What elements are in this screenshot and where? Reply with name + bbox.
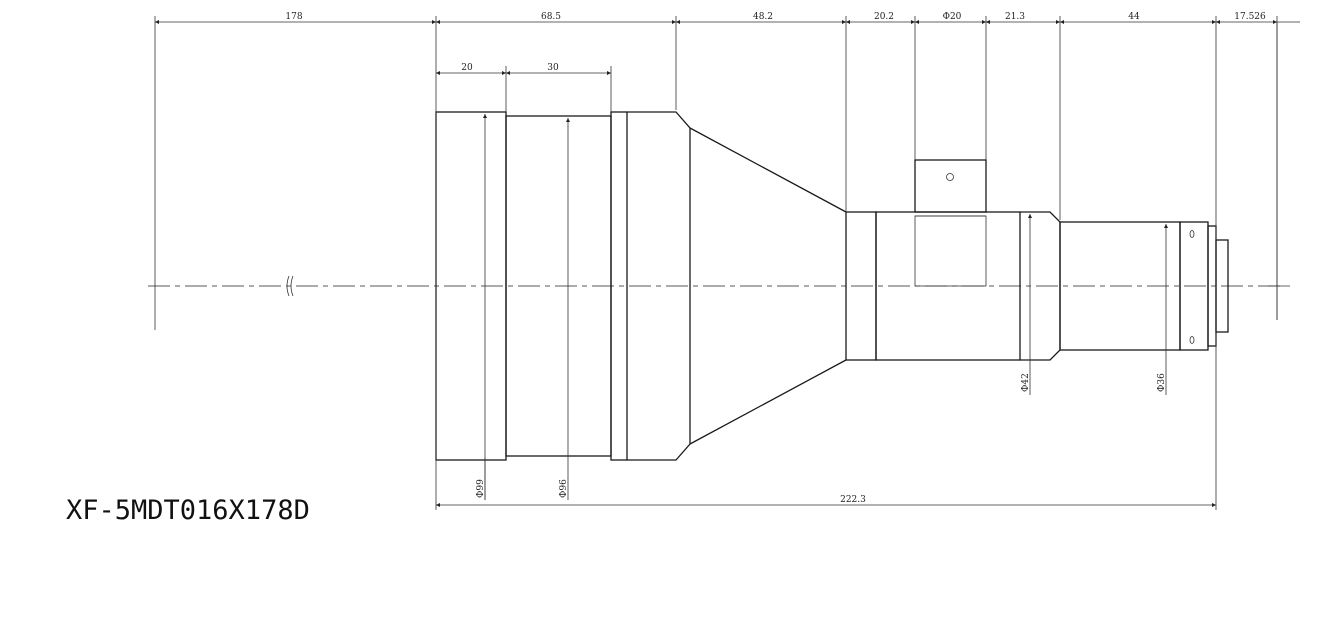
dim-d96: Φ96 (559, 479, 569, 498)
top-dimension-chain (155, 20, 1300, 24)
break-symbol (286, 275, 294, 297)
shoulder-body (627, 111, 691, 461)
model-name: XF-5MDT016X178D (66, 495, 310, 526)
dim-178: 178 (285, 12, 302, 22)
extension-lines (154, 16, 1278, 510)
rear-screw-bottom (1189, 336, 1195, 344)
rear-screw-top (1189, 230, 1195, 238)
dim-d36: Φ36 (1157, 373, 1167, 392)
dim-d99: Φ99 (476, 479, 486, 498)
focus-knob (914, 159, 987, 213)
dim-48-2: 48.2 (753, 12, 773, 22)
dim-21-3: 21.3 (1005, 12, 1025, 22)
dim-68-5: 68.5 (541, 12, 561, 22)
taper-cone (689, 127, 847, 445)
dim-17-526: 17.526 (1234, 12, 1266, 22)
dim-20: 20 (461, 63, 473, 73)
shoulder-ring (610, 111, 628, 461)
knob-base (914, 215, 987, 287)
knob-screw (946, 173, 954, 181)
dim-44: 44 (1128, 12, 1140, 22)
dim-knob-dia: Φ20 (943, 12, 962, 22)
dim-20-2: 20.2 (874, 12, 894, 22)
dim-30: 30 (547, 63, 559, 73)
dim-d42: Φ42 (1021, 373, 1031, 392)
lens-outline (435, 111, 1229, 461)
dim-222-3: 222.3 (840, 495, 866, 505)
